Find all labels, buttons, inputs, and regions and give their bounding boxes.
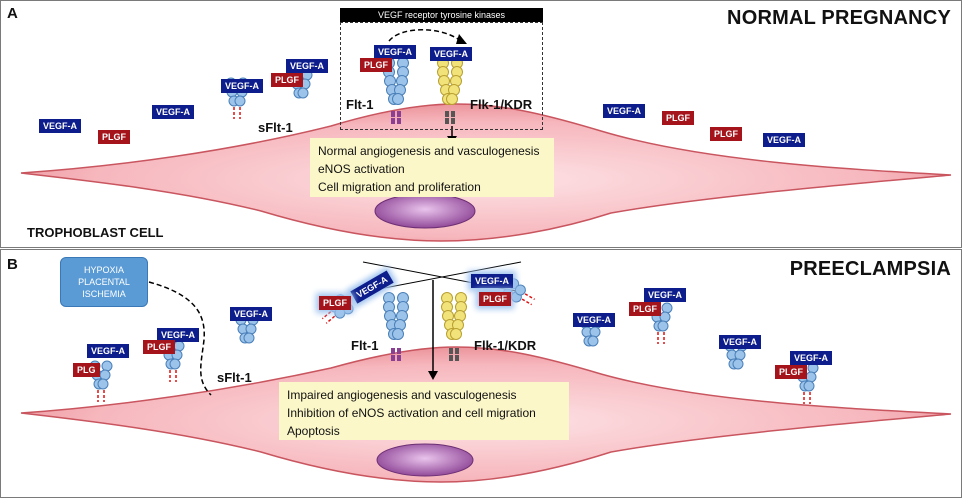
panel-letter: B: [7, 256, 18, 273]
vegf-a-tag: VEGF-A: [230, 307, 273, 321]
plgf-tag: PLGF: [479, 292, 511, 306]
vegf-a-tag: VEGF-A: [221, 79, 264, 93]
flt1-label: Flt-1: [346, 97, 374, 112]
sflt1-label: sFlt-1: [258, 120, 293, 135]
flt1-receptor: [383, 292, 409, 361]
vegf-a-tag: VEGF-A: [644, 288, 687, 302]
effect-line: Cell migration and proliferation: [318, 180, 481, 194]
plg-tag: PLG: [73, 363, 100, 377]
hypoxia-line: HYPOXIA: [83, 265, 124, 275]
flk1-receptor: [437, 57, 463, 124]
nucleus: [376, 443, 474, 477]
vegf-a-tag: VEGF-A: [763, 133, 806, 147]
rtk-dashed-box: [340, 22, 543, 130]
plgf-tag: PLGF: [98, 130, 130, 144]
normal-effects-box: Normal angiogenesis and vasculogenesis e…: [310, 138, 554, 197]
impaired-effects-box: Impaired angiogenesis and vasculogenesis…: [279, 382, 569, 440]
hypoxia-box: HYPOXIA PLACENTAL ISCHEMIA: [60, 257, 148, 307]
vegf-a-tag: VEGF-A: [157, 328, 200, 342]
vegf-a-tag: VEGF-A: [471, 274, 514, 288]
plgf-tag: PLGF: [629, 302, 661, 316]
panel-preeclampsia: B PREECLAMPSIA HYPOXIA PLACENTAL ISCHEMI…: [0, 249, 962, 498]
vegf-a-tag: VEGF-A: [39, 119, 82, 133]
vegf-a-tag: VEGF-A: [87, 344, 130, 358]
flk1-receptor: [441, 292, 467, 361]
plgf-tag: PLGF: [319, 296, 351, 310]
flk1-label: Flk-1/KDR: [470, 97, 533, 112]
flk1-label: Flk-1/KDR: [474, 338, 537, 353]
hypoxia-line: PLACENTAL: [78, 277, 130, 287]
sflt1-receptor: [161, 340, 185, 382]
nucleus: [374, 193, 476, 229]
plgf-tag: PLGF: [360, 58, 392, 72]
flt1-label: Flt-1: [351, 338, 379, 353]
plgf-tag: PLGF: [271, 73, 303, 87]
panel-letter: A: [7, 5, 18, 22]
vegf-a-tag: VEGF-A: [790, 351, 833, 365]
dashed-transfer-arrow: [388, 29, 462, 42]
hypoxia-line: ISCHEMIA: [82, 289, 126, 299]
hypoxia-dashed-line: [148, 281, 212, 396]
rtk-header: VEGF receptor tyrosine kinases: [340, 8, 543, 22]
vegf-a-tag: VEGF-A: [573, 313, 616, 327]
panel-title: NORMAL PREGNANCY: [727, 7, 951, 29]
plgf-tag: PLGF: [143, 340, 175, 354]
effect-line: Inhibition of eNOS activation and cell m…: [287, 406, 536, 420]
panel-normal-pregnancy: A NORMAL PREGNANCY VEGF receptor tyrosin…: [0, 0, 962, 248]
plgf-tag: PLGF: [710, 127, 742, 141]
plgf-tag: PLGF: [775, 365, 807, 379]
effect-line: Apoptosis: [287, 424, 340, 438]
plgf-tag: PLGF: [662, 111, 694, 125]
trophoblast-cell-label: TROPHOBLAST CELL: [27, 225, 164, 240]
effect-line: eNOS activation: [318, 162, 405, 176]
vegf-a-tag: VEGF-A: [719, 335, 762, 349]
effect-line: Impaired angiogenesis and vasculogenesis: [287, 388, 517, 402]
vegf-a-tag: VEGF-A: [152, 105, 195, 119]
block-cross: [362, 261, 522, 293]
vegf-a-tag: VEGF-A: [603, 104, 646, 118]
effect-line: Normal angiogenesis and vasculogenesis: [318, 144, 540, 158]
panel-title: PREECLAMPSIA: [789, 258, 951, 280]
vegf-a-tag: VEGF-A: [374, 45, 417, 59]
vegf-a-tag: VEGF-A: [286, 59, 329, 73]
sflt1-label: sFlt-1: [217, 370, 252, 385]
vegf-a-tag: VEGF-A: [430, 47, 473, 61]
